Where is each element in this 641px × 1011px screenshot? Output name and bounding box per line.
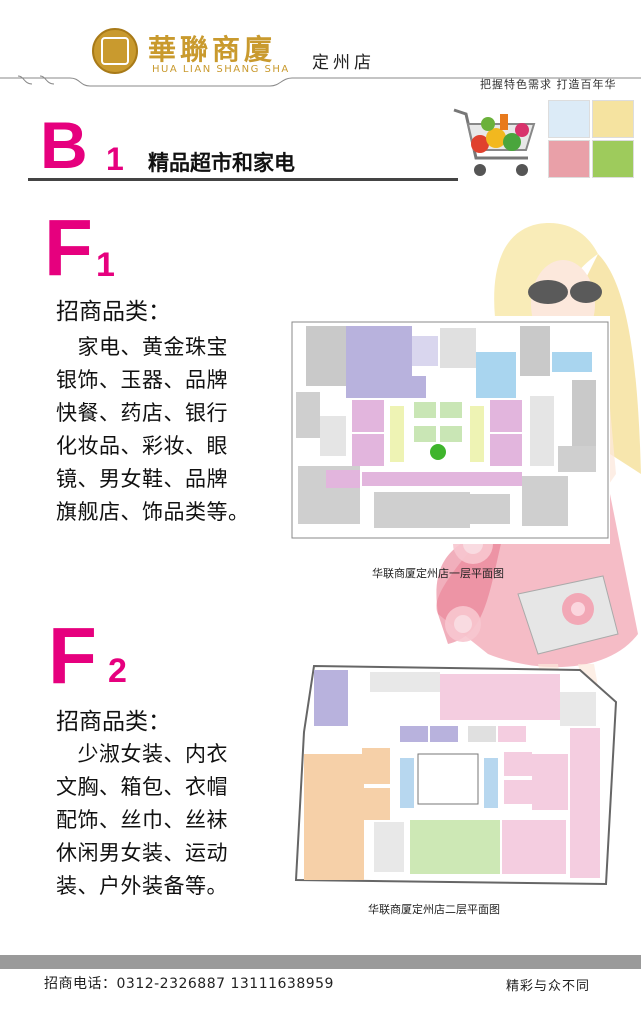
f1-category-line: 化妆品、彩妆、眼 <box>56 434 228 458</box>
f2-map-caption: 华联商厦定州店二层平面图 <box>368 903 500 916</box>
product-tile-meat <box>548 140 590 178</box>
shopping-cart-icon <box>453 108 536 176</box>
f1-digit: 1 <box>96 246 115 284</box>
f1-category-line: 银饰、玉器、品牌 <box>56 368 228 392</box>
logo-emblem-inner <box>101 37 129 65</box>
f2-category-line: 配饰、丝巾、丝袜 <box>56 808 228 832</box>
footer-contact: 招商电话：0312-2326887 13111638959 <box>44 976 334 992</box>
logo-english-text: HUA LIAN SHANG SHA <box>152 64 290 75</box>
b1-letter: B <box>40 108 88 182</box>
f1-category-line: 旗舰店、饰品类等。 <box>56 500 250 524</box>
b1-title: 精品超市和家电 <box>148 151 295 175</box>
f2-category-title: 招商品类： <box>56 709 171 735</box>
f1-map-caption: 华联商厦定州店一层平面图 <box>372 567 504 580</box>
f1-floor-plan <box>290 316 610 544</box>
f2-category-line: 装、户外装备等。 <box>56 874 228 898</box>
f1-category-line: 家电、黄金珠宝 <box>56 335 228 359</box>
branch-name: 定州店 <box>312 53 375 73</box>
logo-icon <box>92 28 138 74</box>
product-tile-dairy <box>548 100 590 138</box>
header: 華聯商廈 HUA LIAN SHANG SHA 定州店 把握特色需求 打造百年华 <box>0 0 641 92</box>
f2-floor-plan <box>294 664 618 886</box>
f2-digit: 2 <box>108 652 127 690</box>
f2-letter: F <box>48 611 97 700</box>
header-slogan: 把握特色需求 打造百年华 <box>480 78 617 91</box>
f2-category-line: 休闲男女装、运动 <box>56 841 228 865</box>
header-divider <box>0 75 641 87</box>
f1-letter: F <box>44 203 93 292</box>
product-tile-fruit <box>592 140 634 178</box>
f1-category-title: 招商品类： <box>56 299 171 325</box>
f2-category-line: 少淑女装、内衣 <box>56 742 228 766</box>
footer-bar <box>0 955 641 969</box>
logo-text: 華聯商廈 <box>148 33 277 66</box>
b1-divider <box>28 178 458 181</box>
f2-category-line: 文胸、箱包、衣帽 <box>56 775 228 799</box>
footer-slogan: 精彩与众不同 <box>506 979 591 994</box>
f1-category-line: 快餐、药店、银行 <box>56 401 228 425</box>
product-tile-sunflower <box>592 100 634 138</box>
f1-category-line: 镜、男女鞋、品牌 <box>56 467 228 491</box>
b1-digit: 1 <box>106 141 124 177</box>
